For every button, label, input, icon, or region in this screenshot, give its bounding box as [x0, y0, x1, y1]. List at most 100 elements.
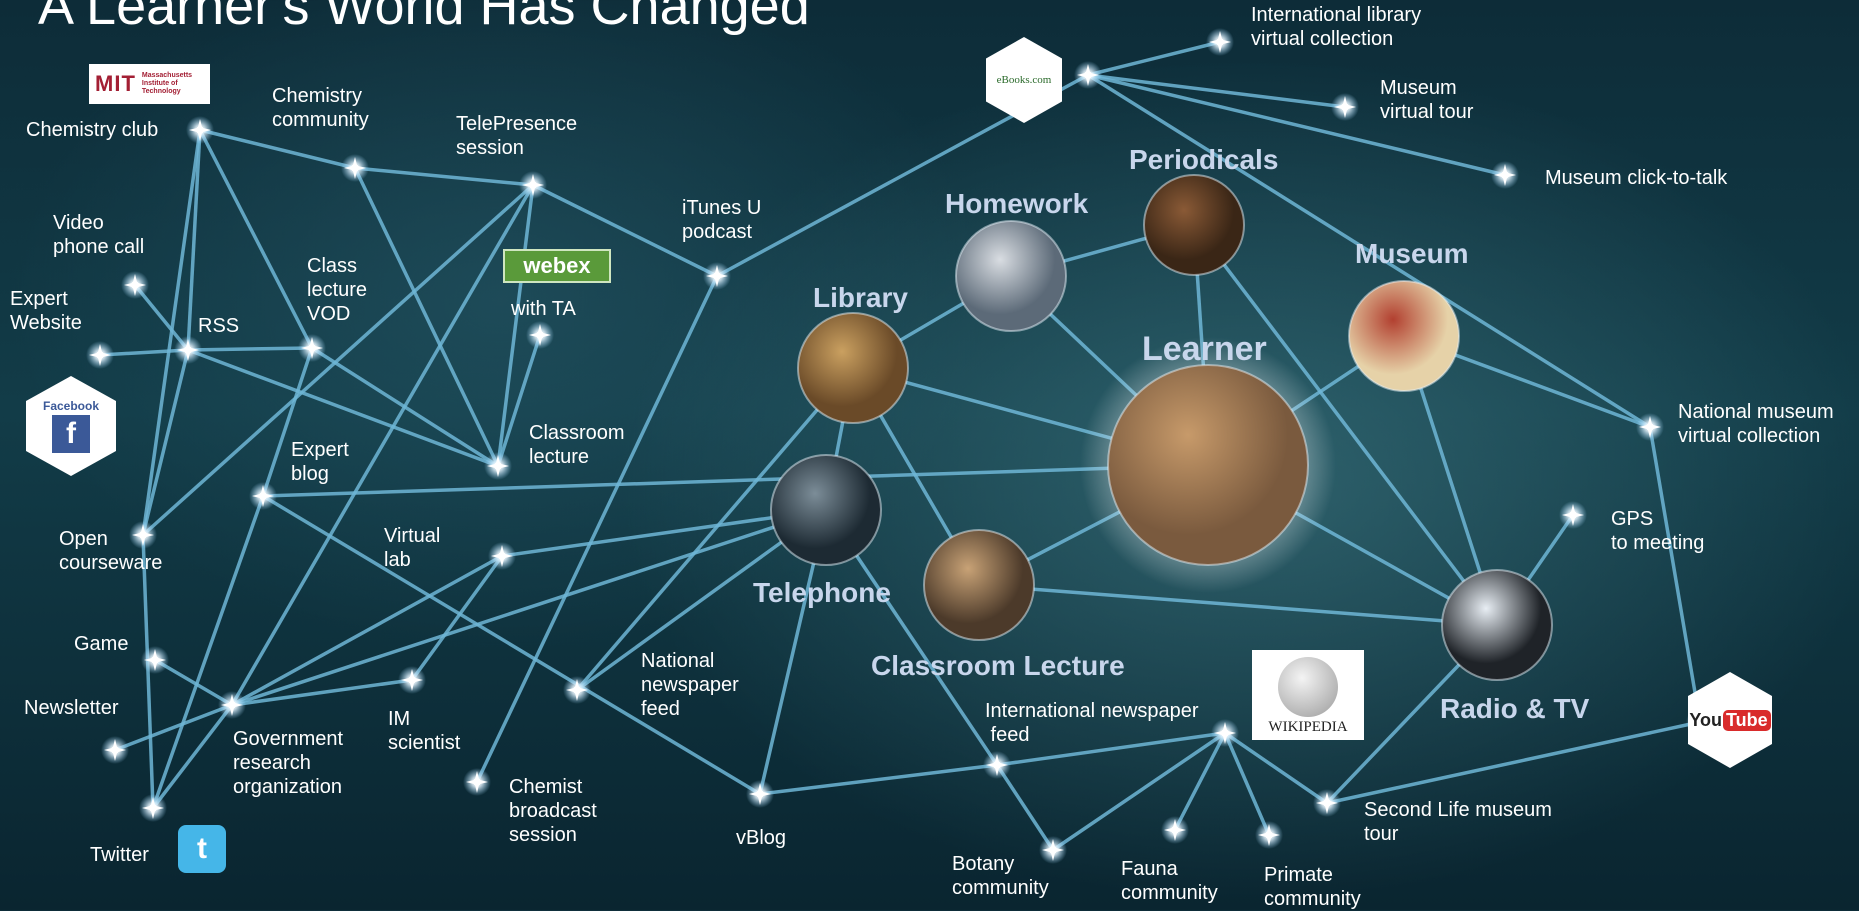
- node-clsmall: [484, 452, 512, 480]
- node-cn: [983, 751, 1011, 779]
- label-national-museum: National museum virtual collection: [1678, 401, 1834, 447]
- edge-chemclub-rss: [186, 129, 202, 351]
- star-nodes: [86, 28, 1714, 864]
- node-gps: [1559, 501, 1587, 529]
- node-mtour: [1331, 93, 1359, 121]
- node-twit: [139, 794, 167, 822]
- hub-label-telephone: Telephone: [753, 577, 891, 608]
- label-museum-click: Museum click-to-talk: [1545, 167, 1728, 189]
- youtube-you-text: You: [1689, 709, 1722, 730]
- label-second-life: Second Life museum tour: [1364, 799, 1552, 845]
- mit-logo: MIT Massachusetts Institute of Technolog…: [89, 64, 210, 104]
- hub-photo-periodicals: [1143, 174, 1245, 276]
- node-expblog: [249, 482, 277, 510]
- label-fauna: Fauna community: [1121, 858, 1218, 904]
- label-itunes-podcast: iTunes U podcast: [682, 197, 762, 243]
- edge-govres-telephone: [231, 508, 827, 707]
- youtube-logo: You Tube: [1688, 672, 1772, 768]
- node-natnews: [563, 676, 591, 704]
- edge-ebooks-natmus: [1087, 73, 1651, 429]
- edge-telep-govres: [230, 184, 535, 706]
- edge-govres-im: [231, 678, 413, 707]
- node-im: [398, 666, 426, 694]
- edge-yt-natmus: [1648, 426, 1702, 723]
- node-opencw: [129, 521, 157, 549]
- node-video: [121, 271, 149, 299]
- wikipedia-text: WIKIPEDIA: [1268, 719, 1348, 735]
- node-ebooks: [1074, 61, 1102, 89]
- label-expert-blog: Expert blog: [291, 439, 349, 485]
- hub-label-homework: Homework: [945, 188, 1089, 219]
- twitter-bird-icon: t: [178, 825, 226, 873]
- edge-intnews-botany: [1052, 731, 1226, 852]
- edge-cn-intnews: [996, 731, 1226, 767]
- label-twitter: Twitter: [90, 844, 149, 866]
- label-class-vod: Class lecture VOD: [307, 255, 368, 325]
- edge-chemclub-chemcomm: [199, 128, 356, 170]
- node-newsl: [101, 736, 129, 764]
- hub-label-periodicals: Periodicals: [1129, 144, 1279, 175]
- edge-vlab-im: [410, 554, 504, 682]
- label-intl-library: International library virtual collection: [1251, 4, 1422, 50]
- edge-vblog-cn: [759, 763, 998, 796]
- mit-mark: MIT: [95, 71, 136, 96]
- ebooks-text: eBooks.com: [996, 74, 1052, 86]
- hub-photo-classlec: [923, 529, 1035, 641]
- node-expweb: [86, 341, 114, 369]
- hub-photo-museum: [1348, 280, 1460, 392]
- edge-intnews-primate: [1223, 732, 1271, 836]
- node-vod: [298, 334, 326, 362]
- edge-vod-expblog: [261, 347, 314, 497]
- node-natmus: [1636, 413, 1664, 441]
- node-botany: [1039, 836, 1067, 864]
- label-gov-research: Government research organization: [233, 728, 344, 798]
- hub-label-library: Library: [813, 282, 908, 313]
- facebook-f-icon: f: [52, 415, 90, 453]
- node-game: [141, 646, 169, 674]
- facebook-text: Facebook: [42, 399, 99, 413]
- edge-telep-clsmall: [496, 184, 535, 467]
- label-gps: GPS to meeting: [1611, 508, 1705, 554]
- node-vlab: [488, 542, 516, 570]
- edge-webta-clsmall: [496, 334, 542, 467]
- edge-intnews-second: [1224, 731, 1328, 805]
- edge-expblog-twit: [151, 495, 265, 809]
- edge-rss-vod: [187, 346, 313, 352]
- label-rss: RSS: [198, 315, 240, 337]
- edge-expblog-vblog: [262, 494, 761, 796]
- edge-chemclub-vod: [198, 129, 314, 349]
- webex-text: webex: [523, 253, 591, 278]
- edge-govres-newsl: [114, 703, 233, 752]
- node-chemclub: [186, 116, 214, 144]
- page-title: A Learner's World Has Changed: [38, 0, 810, 36]
- node-mclick: [1491, 161, 1519, 189]
- label-chemist-broadcast: Chemist broadcast session: [509, 776, 597, 846]
- edge-intnews-fauna: [1173, 732, 1227, 831]
- node-intnews: [1211, 719, 1239, 747]
- edge-expblog-learner: [262, 463, 1211, 498]
- edge-periodicals-radiotv: [1192, 223, 1499, 627]
- node-intlib: [1206, 28, 1234, 56]
- node-telep: [519, 171, 547, 199]
- hub-label-classroom-lecture: Classroom Lecture: [871, 650, 1125, 681]
- edge-classlec-radiotv: [978, 583, 1498, 627]
- label-chemistry-community: Chemistry community: [272, 85, 369, 131]
- node-second: [1313, 789, 1341, 817]
- mit-name: Massachusetts Institute of Technology: [141, 72, 193, 95]
- edge-rss-opencw: [141, 349, 190, 536]
- hub-circles: [770, 174, 1553, 681]
- edge-telep-itunes: [532, 183, 718, 278]
- edge-library-natnews: [575, 366, 855, 692]
- hub-label-learner: Learner: [1142, 330, 1267, 368]
- edge-telep-opencw: [141, 183, 535, 537]
- edge-ebooks-mtour: [1087, 73, 1346, 109]
- node-chemb: [463, 768, 491, 796]
- hub-photo-radiotv: [1441, 569, 1553, 681]
- edge-expweb-rss: [99, 348, 189, 357]
- edge-govres-game: [154, 658, 233, 707]
- edge-second-yt: [1326, 720, 1701, 805]
- label-museum-tour: Museum virtual tour: [1380, 77, 1474, 123]
- label-open-courseware: Open courseware: [59, 528, 163, 574]
- label-game: Game: [74, 633, 129, 655]
- label-telepresence: TelePresence session: [456, 113, 578, 159]
